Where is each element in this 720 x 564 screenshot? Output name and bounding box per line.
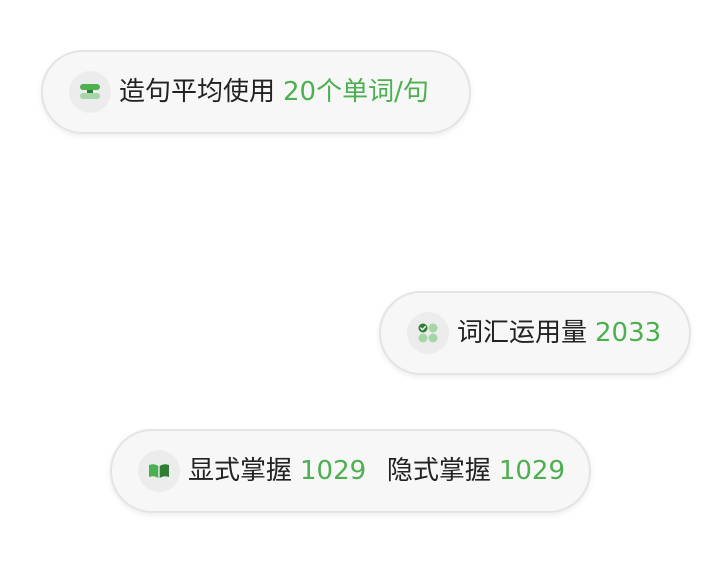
implicit-mastery-label: 隐式掌握	[386, 456, 491, 486]
open-book-icon	[138, 450, 180, 492]
vocabulary-usage-value: 2033	[595, 318, 662, 348]
explicit-mastery-value: 1029	[300, 456, 367, 486]
explicit-mastery-label: 显式掌握	[188, 456, 293, 486]
sentence-length-stat: 造句平均使用 20个单词/句	[41, 50, 471, 134]
implicit-mastery-value: 1029	[498, 456, 565, 486]
sentence-length-value: 20个单词/句	[283, 77, 429, 107]
sentence-length-label: 造句平均使用	[119, 77, 276, 107]
grid-check-icon	[407, 312, 449, 354]
vocabulary-usage-label: 词汇运用量	[457, 318, 588, 348]
layers-icon	[69, 71, 111, 113]
mastery-stat: 显式掌握 1029 隐式掌握 1029	[110, 429, 591, 513]
vocabulary-usage-stat: 词汇运用量 2033	[379, 291, 691, 375]
